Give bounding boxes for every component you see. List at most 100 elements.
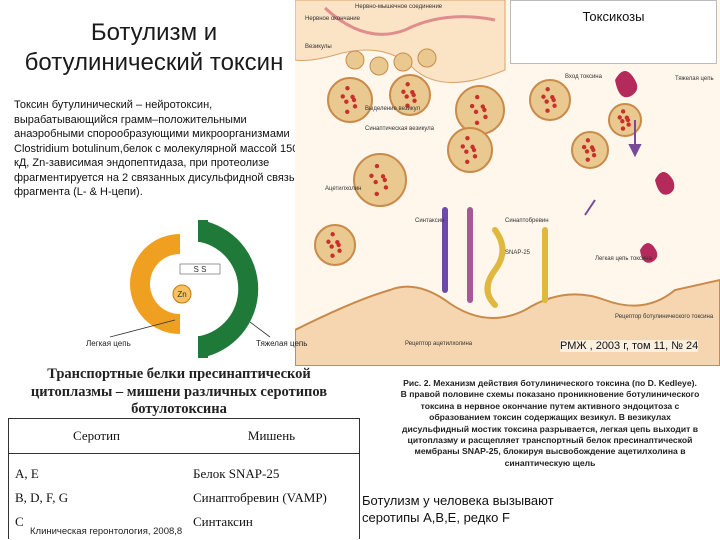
acetylcholine-dot [350, 95, 354, 99]
toxin-structure-diagram: Zn S S Легкая цепь Тяжелая цепь [80, 212, 310, 362]
acetylcholine-dot [345, 86, 349, 90]
table-source: Клиническая геронтология, 2008,8 [30, 526, 182, 537]
acetylcholine-dot [620, 119, 624, 123]
acetylcholine-dot [586, 157, 590, 161]
vesicle [328, 78, 372, 122]
vesicle [315, 225, 355, 265]
acetylcholine-dot [550, 95, 554, 99]
acetylcholine-dot [465, 136, 469, 140]
acetylcholine-dot [373, 180, 377, 184]
disulfide-label: S S [194, 265, 207, 274]
acetylcholine-dot [545, 109, 549, 113]
acetylcholine-dot [384, 185, 388, 189]
acetylcholine-dot [625, 116, 629, 120]
human-serotypes-note: Ботулизм у человека вызывают серотипы A,… [362, 492, 612, 526]
acetylcholine-dot [337, 249, 341, 253]
acetylcholine-dot [618, 115, 622, 119]
serotype-cell: B, D, F, G [9, 490, 165, 506]
target-cell: Белок SNAP-25 [165, 466, 359, 482]
acetylcholine-dot [470, 145, 474, 149]
acetylcholine-dot [592, 153, 596, 157]
acetylcholine-dot [545, 87, 549, 91]
acetylcholine-dot [475, 95, 479, 99]
vesicle [456, 86, 504, 134]
acetylcholine-dot [401, 90, 405, 94]
acetylcholine-dot [341, 94, 345, 98]
acetylcholine-dot [582, 145, 586, 149]
acetylcholine-dot [621, 109, 625, 113]
vesicle [448, 128, 492, 172]
light-chain-label: Легкая цепь [86, 339, 131, 348]
label-acetylcholine: Ацетилхолин [325, 186, 361, 192]
label-exploded: Выделение везикул [365, 106, 420, 112]
label-heavy-chain: Тяжелая цепь [675, 76, 714, 82]
acetylcholine-dot [345, 110, 349, 114]
acetylcholine-dot [461, 144, 465, 148]
acetylcholine-dot [473, 154, 477, 158]
heavy-chain-label: Тяжелая цепь [256, 339, 307, 348]
header-serotype: Серотип [9, 428, 184, 444]
table-row: A, E Белок SNAP-25 [9, 462, 359, 486]
acetylcholine-dot [405, 82, 409, 86]
acetylcholine-dot [544, 99, 548, 103]
vesicle [609, 104, 641, 136]
label-receptor-toxin: Рецептор ботулинического токсина [615, 314, 714, 320]
acetylcholine-dot [353, 104, 357, 108]
toxicoses-box: Токсикозы [510, 0, 717, 64]
acetylcholine-dot [381, 174, 385, 178]
toxicoses-label: Токсикозы [511, 9, 716, 24]
table-caption: Транспортные белки пресинаптической цито… [14, 366, 344, 419]
acetylcholine-dot [344, 100, 348, 104]
acetylcholine-dot [404, 94, 408, 98]
table-header: Серотип Мишень [9, 419, 359, 454]
table-row: B, D, F, G Синаптобревин (VAMP) [9, 486, 359, 510]
label-light-chain-toxin: Легкая цепь токсина [595, 256, 653, 262]
acetylcholine-dot [481, 104, 485, 108]
target-cell: Синаптобревин (VAMP) [165, 490, 359, 506]
acetylcholine-dot [330, 254, 334, 258]
acetylcholine-dot [375, 192, 379, 196]
acetylcholine-dot [375, 164, 379, 168]
label-syntaxin: Синтаксин [415, 218, 444, 224]
acetylcholine-dot [590, 145, 594, 149]
label-junction: Нервно-мышечное соединение [355, 4, 443, 10]
acetylcholine-dot [464, 150, 468, 154]
serotype-cell: A, E [9, 466, 165, 482]
vesicle [530, 80, 570, 120]
acetylcholine-dot [475, 121, 479, 125]
acetylcholine-dot [470, 104, 474, 108]
acetylcholine-dot [621, 126, 625, 130]
label-synaptobrevin: Синаптобревин [505, 218, 549, 224]
acetylcholine-dot [412, 99, 416, 103]
label-vesicles: Везикулы [305, 44, 332, 50]
acetylcholine-dot [465, 160, 469, 164]
acetylcholine-dot [329, 244, 333, 248]
source-rmzh: РМЖ , 2003 г, том 11, № 24 [560, 340, 698, 352]
vesicle [572, 132, 608, 168]
header-target: Мишень [184, 428, 359, 444]
label-nerve-ending: Нервное окончание [305, 16, 361, 22]
acetylcholine-dot [410, 90, 414, 94]
acetylcholine-dot [474, 110, 478, 114]
acetylcholine-dot [552, 104, 556, 108]
label-receptor-ach: Рецептор ацетилхолина [405, 341, 473, 347]
acetylcholine-dot [330, 232, 334, 236]
acetylcholine-dot [626, 122, 630, 126]
vesicle [354, 154, 406, 206]
page-title: Ботулизм и ботулинический токсин [18, 18, 290, 78]
acetylcholine-dot [326, 240, 330, 244]
label-synaptic-vesicle: Синаптическая везикула [365, 126, 435, 132]
acetylcholine-dot [483, 115, 487, 119]
serotype-table: Серотип Мишень A, E Белок SNAP-25 B, D, … [8, 418, 360, 539]
acetylcholine-dot [586, 138, 590, 142]
label-toxin-entry: Вход токсина [565, 74, 603, 80]
target-cell: Синтаксин [165, 514, 359, 530]
intro-paragraph: Токсин бутулинический – нейротоксин, выр… [14, 98, 314, 200]
acetylcholine-dot [541, 95, 545, 99]
acetylcholine-dot [585, 149, 589, 153]
figure-caption: Рис. 2. Механизм действия ботулиническог… [400, 378, 700, 469]
acetylcholine-dot [369, 174, 373, 178]
label-snap25: SNAP-25 [505, 250, 531, 256]
acetylcholine-dot [335, 240, 339, 244]
zinc-label: Zn [177, 290, 186, 299]
